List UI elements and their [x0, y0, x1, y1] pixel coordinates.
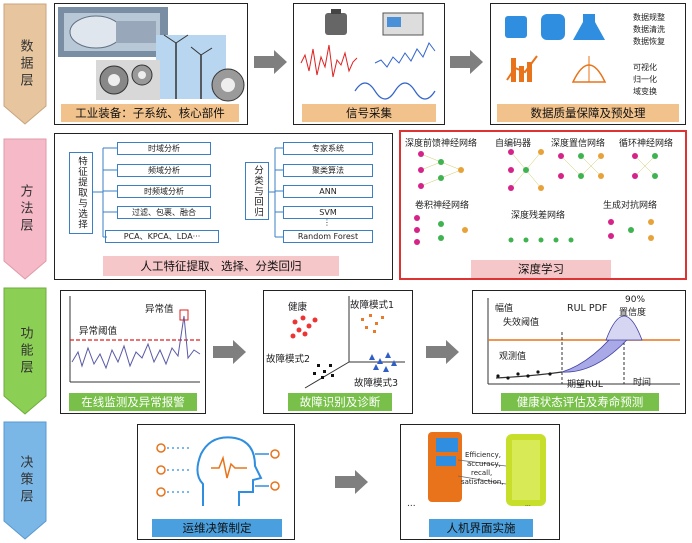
- decision-label: 运维决策制定: [152, 519, 282, 537]
- expected-rul-text: 期望RUL: [567, 380, 603, 390]
- manual-method-panel: 特征提取与选择 时域分析 频域分析 时频域分析 过滤、包裹、融合 PCA、KPC…: [54, 133, 393, 280]
- hmi-ellipsis: ...: [407, 499, 416, 509]
- deep-learning-label: 深度学习: [471, 260, 611, 278]
- healthy-text: 健康: [288, 302, 308, 313]
- quality-list-2-item-2: 归一化: [633, 75, 657, 84]
- manual-method-label: 人工特征提取、选择、分类回归: [103, 256, 339, 276]
- fail-threshold-text: 失效阈值: [503, 318, 540, 328]
- deep-net-6: 深度残差网络: [511, 211, 566, 221]
- feature-item-5: PCA、KPCA、LDA···: [105, 230, 219, 243]
- deep-net-7: 生成对抗网络: [603, 201, 658, 211]
- deep-net-2: 自编码器: [495, 139, 532, 149]
- amplitude-text: 幅值: [495, 304, 514, 314]
- layer-label-decision: 决策层: [2, 420, 48, 541]
- arrow-right-icon: [426, 340, 459, 364]
- decision-head-icon: [156, 436, 280, 506]
- chevron-shape-function: [3, 287, 47, 415]
- signal-image: [300, 9, 436, 100]
- anomaly-text: 异常值: [145, 304, 174, 315]
- deep-net-3: 深度置信网络: [551, 139, 606, 149]
- arrow-right-icon: [450, 50, 483, 74]
- deep-learning-panel: 深度前馈神经网络 自编码器 深度置信网络 循环神经网络 卷积神经网络 深度残差网…: [399, 130, 687, 280]
- quality-icons: [505, 14, 607, 83]
- database-icon: [541, 14, 565, 40]
- feature-connector: [93, 147, 117, 238]
- quality-list-1-item-3: 数据恢复: [633, 37, 665, 46]
- classify-item-2: 聚类算法: [283, 164, 373, 177]
- chevron-shape-method: [3, 138, 47, 280]
- chevron-shape-data: [3, 3, 47, 125]
- hmi-panel: Efficiency, accuracy, recall, satisfacti…: [400, 424, 560, 540]
- quality-label: 数据质量保障及预处理: [497, 104, 679, 122]
- feature-item-4: 过滤、包裹、融合: [117, 206, 211, 219]
- layer-label-method: 方法层: [2, 137, 48, 281]
- arrow-right-icon: [335, 470, 368, 494]
- rul-pdf-text: RUL PDF: [567, 303, 608, 314]
- deep-net-4: 循环神经网络: [619, 139, 674, 149]
- hmi-label: 人机界面实施: [429, 519, 533, 537]
- deep-net-1: 深度前馈神经网络: [405, 139, 478, 149]
- feature-title-box: 特征提取与选择: [69, 152, 93, 234]
- bell-curve-icon: [571, 64, 607, 83]
- feature-item-1: 时域分析: [117, 142, 211, 155]
- quality-list-1-item-1: 数据规整: [633, 13, 665, 22]
- time-text: 时间: [633, 378, 652, 388]
- rul-chart: [487, 298, 680, 385]
- rul-panel: 幅值 失效阈值 RUL PDF 90% 置信度 观测值 期望RUL 时间 健康状…: [472, 290, 686, 414]
- flask-icon: [573, 14, 605, 40]
- threshold-text: 异常阈值: [79, 326, 118, 337]
- hmi-text-3: recall,: [471, 469, 493, 477]
- quality-list-1-item-2: 数据清洗: [633, 25, 665, 34]
- classify-ellipsis: ⋮: [323, 218, 331, 227]
- equipment-image: [58, 7, 245, 102]
- hmi-text-4: satisfaction,: [461, 478, 504, 486]
- monitor-panel: 异常值 异常阈值 在线监测及异常报警: [60, 290, 206, 414]
- fault3-text: 故障模式3: [354, 378, 399, 389]
- deep-net-5: 卷积神经网络: [415, 201, 470, 211]
- feature-item-3: 时频域分析: [117, 185, 211, 198]
- decision-panel: 运维决策制定: [137, 424, 295, 540]
- classify-item-1: 专家系统: [283, 142, 373, 155]
- monitor-label: 在线监测及异常报警: [69, 393, 197, 411]
- hmi-illustration: [428, 432, 546, 506]
- fault1-text: 故障模式1: [350, 300, 395, 311]
- arrow-right-icon: [213, 340, 246, 364]
- diagnosis-scatter: [290, 296, 405, 389]
- fault2-text: 故障模式2: [266, 354, 311, 365]
- classify-connector: [269, 147, 283, 238]
- hmi-text-2: accuracy,: [467, 460, 501, 468]
- classify-title-box: 分类与回归: [245, 162, 269, 220]
- diagnosis-label: 故障识别及诊断: [288, 393, 392, 411]
- diagnosis-panel: 健康 故障模式1 故障模式2 故障模式3 故障识别及诊断: [263, 290, 413, 414]
- confidence-text: 置信度: [619, 308, 647, 318]
- chevron-shape-decision: [3, 421, 47, 540]
- deep-net-diagrams: [414, 149, 658, 245]
- table-icon: [505, 16, 527, 38]
- signal-panel: 信号采集: [293, 3, 445, 125]
- classify-item-6: Random Forest: [283, 230, 373, 243]
- monitor-chart: [69, 296, 201, 383]
- hmi-ellipsis-2: ...: [525, 501, 531, 508]
- layer-label-data: 数据层: [2, 2, 48, 126]
- feature-item-2: 频域分析: [117, 164, 211, 177]
- signal-label: 信号采集: [302, 104, 436, 122]
- arrow-right-icon: [254, 50, 287, 74]
- rul-label: 健康状态评估及寿命预测: [501, 393, 659, 411]
- classify-item-4: SVM: [283, 206, 373, 219]
- quality-list-2-item-3: 域变换: [633, 87, 657, 96]
- hmi-text-1: Efficiency,: [465, 451, 501, 459]
- equipment-panel: 工业装备：子系统、核心部件: [54, 3, 248, 125]
- ninety-text: 90%: [625, 295, 646, 305]
- classify-item-3: ANN: [283, 185, 373, 198]
- quality-panel: 数据规整 数据清洗 数据恢复 可视化 归一化 域变换 数据质量保障及预处理: [490, 3, 686, 125]
- quality-list-2-item-1: 可视化: [633, 63, 657, 72]
- layer-label-function: 功能层: [2, 286, 48, 416]
- observed-text: 观测值: [499, 352, 527, 362]
- equipment-label: 工业装备：子系统、核心部件: [61, 104, 239, 122]
